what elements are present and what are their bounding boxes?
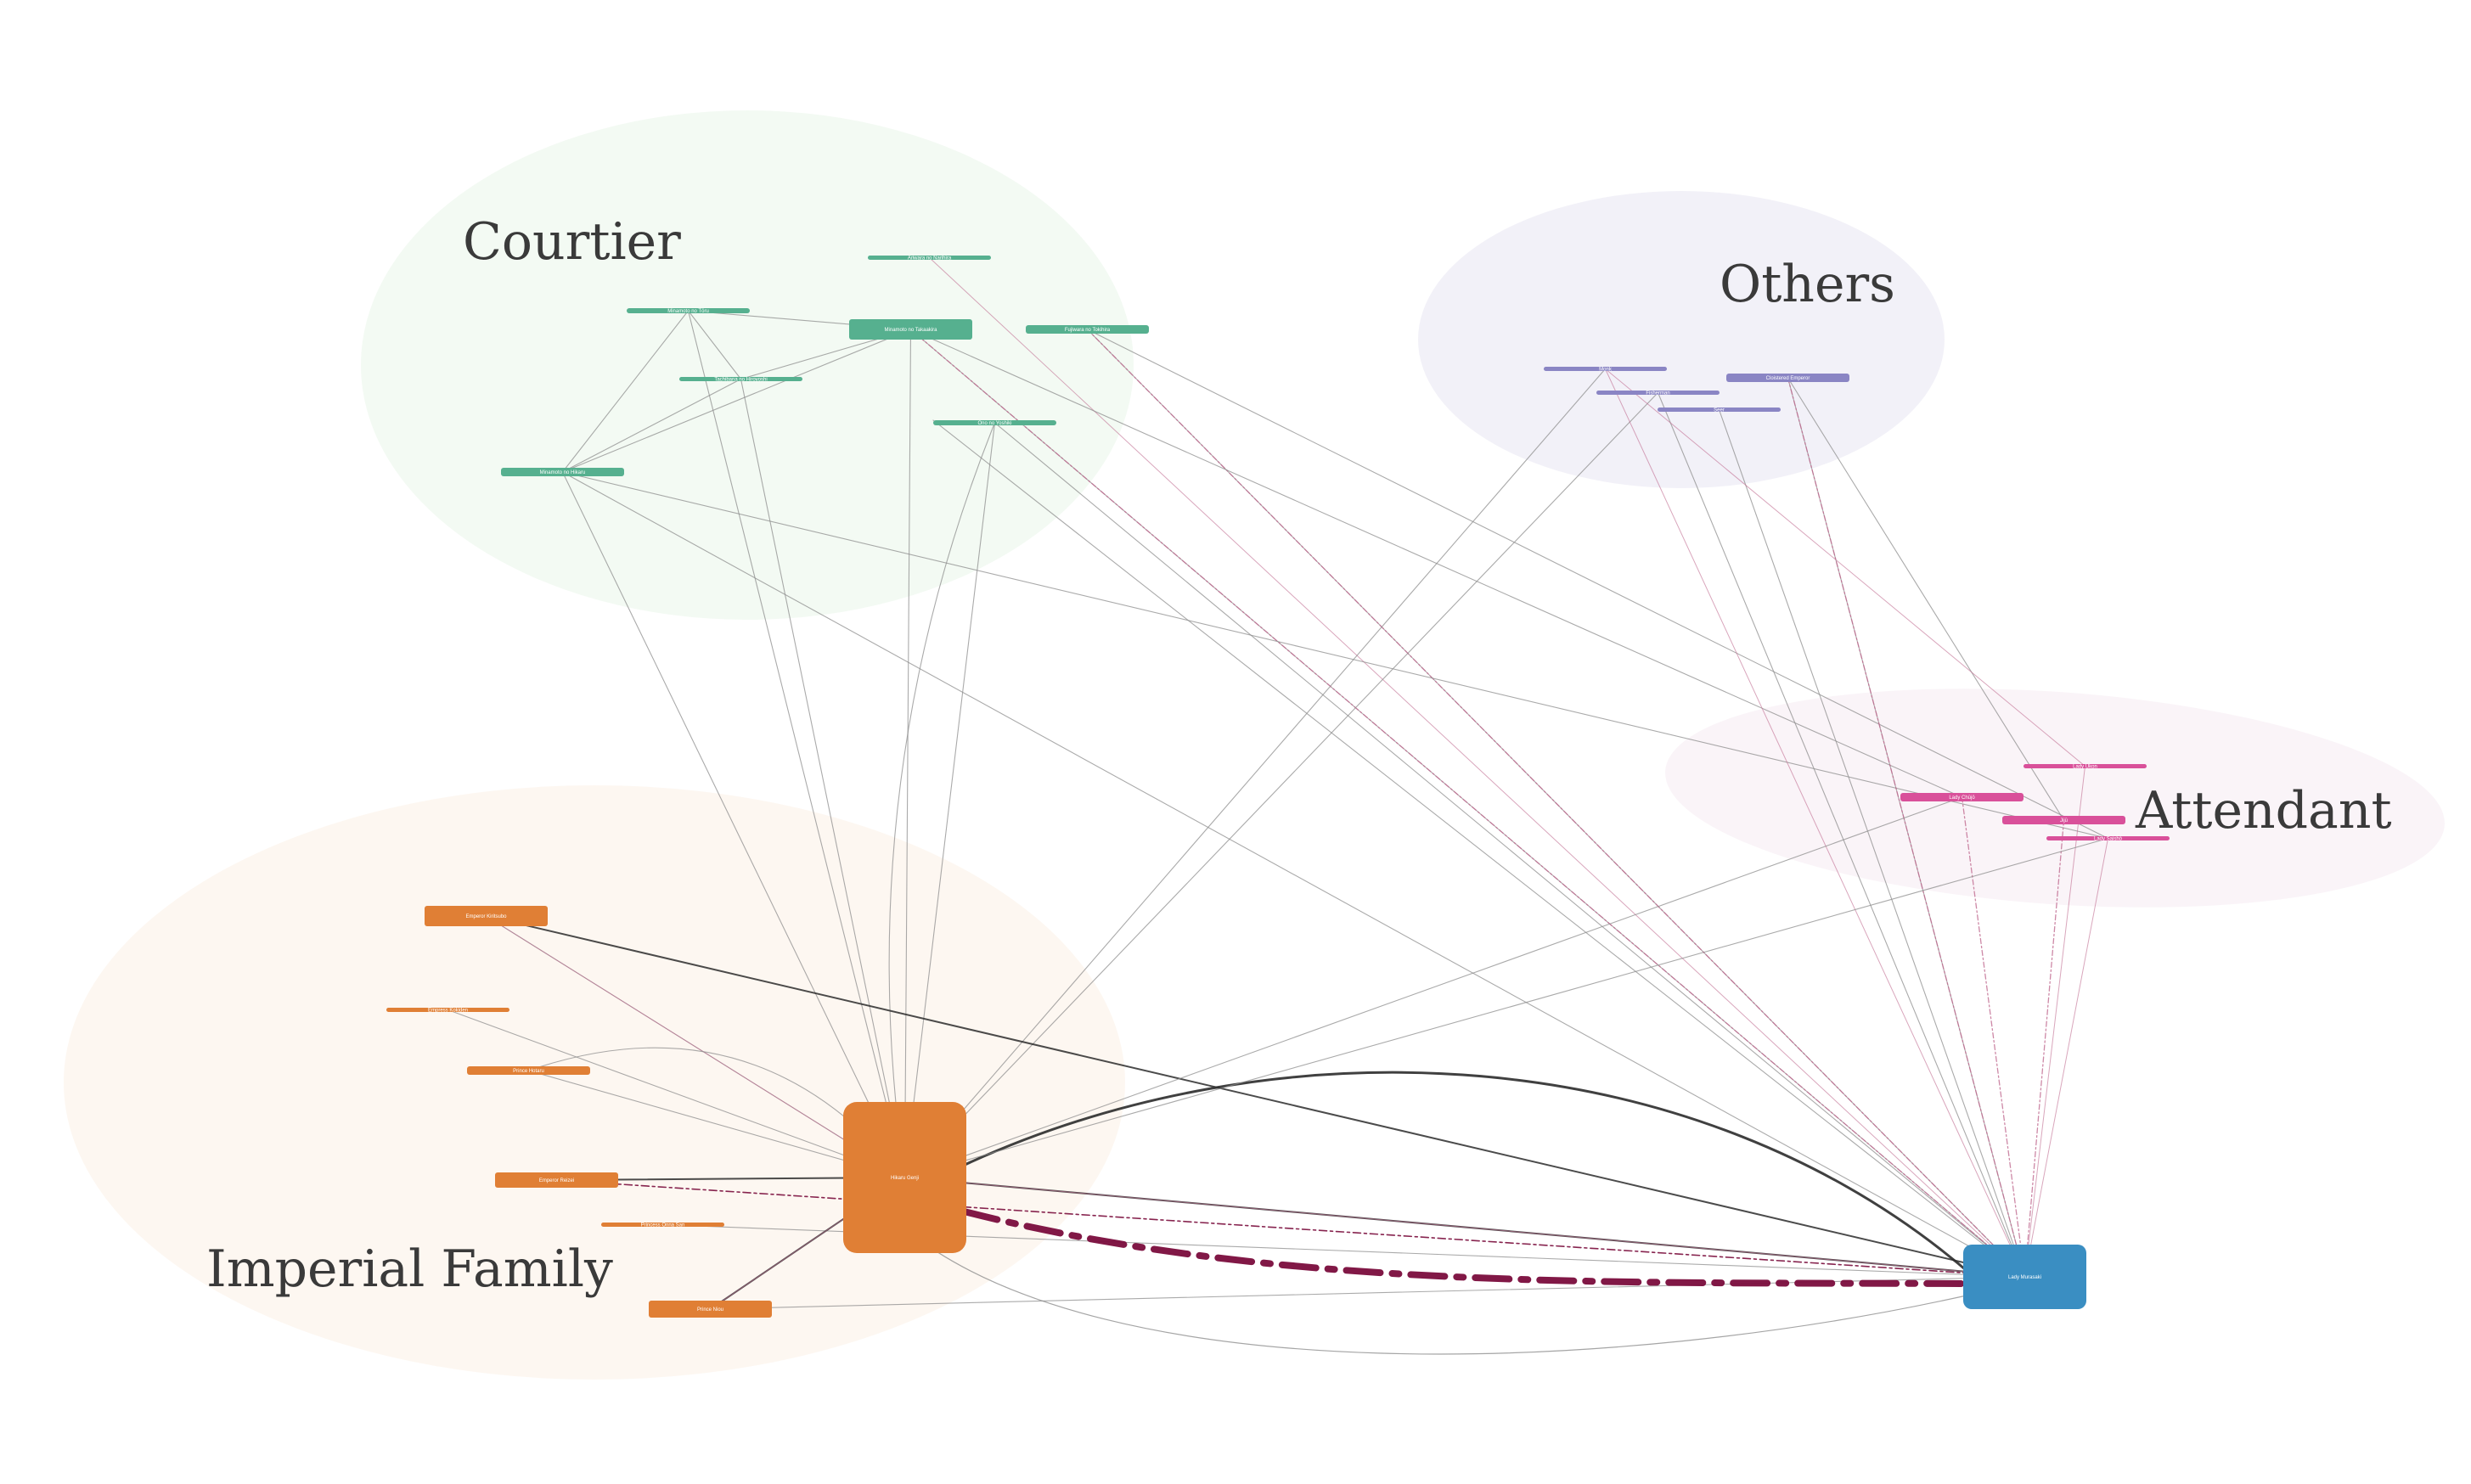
node-a2[interactable] (2024, 764, 2147, 768)
node-label-c2: Minamoto no Takaakira (885, 328, 938, 333)
edge-o1-a2-31 (1605, 368, 2085, 767)
node-c3[interactable] (1026, 325, 1149, 334)
node-label-c4: Ariwara no Narihira (908, 256, 952, 261)
edge-i4-special-43 (555, 1179, 2026, 1278)
edge-c2-special-12 (909, 329, 2026, 1278)
node-o4[interactable] (1726, 374, 1849, 382)
group-label-others: Others (1720, 255, 1895, 314)
group-region-attendant (1665, 689, 2445, 908)
node-label-i3: Prince Hotaru (513, 1069, 544, 1074)
edge-o1-hub-23 (903, 368, 1607, 1178)
edge-c3-a4-21 (1086, 329, 2109, 840)
edge-hub-a4-53 (903, 837, 2109, 1178)
group-label-imperial: Imperial Family (206, 1239, 613, 1299)
edge-o2-special-26 (1657, 391, 2026, 1278)
edge-hub-special-48 (954, 1071, 1975, 1279)
node-c2[interactable] (849, 319, 972, 340)
node-o3[interactable] (1658, 408, 1781, 412)
node-label-o2: Fisherman (1646, 391, 1669, 396)
edge-c7-a4-22 (561, 471, 2109, 840)
node-i5[interactable] (601, 1223, 724, 1227)
edge-c1-hub-6 (687, 310, 906, 1178)
node-label-i4: Emperor Reizei (539, 1178, 574, 1183)
node-label-i6: Prince Niou (697, 1307, 723, 1313)
edge-o1-special-25 (1605, 368, 2025, 1278)
node-label-c6: Ono no Yoshiki (977, 421, 1011, 426)
edge-hub-special-54 (904, 1177, 2025, 1278)
group-label-courtier: Courtier (463, 212, 681, 272)
edge-i1-special-37 (485, 915, 2026, 1278)
node-label-c3: Fujiwara no Tokihira (1065, 328, 1111, 333)
node-i2[interactable] (386, 1008, 509, 1012)
edge-hub-special-50 (903, 1228, 1975, 1355)
node-label-o1: Monk (1599, 368, 1613, 373)
node-label-a1: Lady Chūjō (1949, 795, 1975, 801)
edge-i1-hub-38 (486, 915, 905, 1178)
edge-c4-special-16 (929, 257, 2025, 1278)
node-label-hub: Hikaru Genji (891, 1176, 919, 1181)
node-label-i1: Emperor Kiritsubo (465, 914, 507, 919)
node-label-a2: Lady Ukon (2073, 765, 2097, 770)
node-label-a3: Jijū (2060, 818, 2068, 824)
edge-c6-hub-9 (888, 422, 996, 1178)
node-label-c7: Minamoto no Hikaru (540, 470, 586, 475)
edge-c8-special-19 (932, 419, 2026, 1278)
edge-c6-special-15 (993, 422, 2026, 1278)
group-label-attendant: Attendant (2135, 781, 2392, 840)
node-label-special: Lady Murasaki (2008, 1275, 2041, 1280)
edge-c6-hub-8 (903, 422, 996, 1178)
node-label-o4: Cloistered Emperor (1766, 376, 1810, 381)
node-c6[interactable] (933, 420, 1056, 425)
edge-c1-c7-2 (561, 310, 690, 473)
node-i3[interactable] (467, 1066, 590, 1075)
edge-a2-special-33 (2024, 766, 2085, 1278)
node-i4[interactable] (495, 1172, 618, 1188)
node-label-a4: Lady Saishō (2094, 837, 2123, 842)
node-o2[interactable] (1596, 391, 1720, 395)
edge-hub-special-51 (960, 1208, 1965, 1287)
node-o1[interactable] (1544, 367, 1667, 371)
node-label-c1: Minamoto no Tōru (667, 309, 709, 314)
edge-c5-c7-4 (561, 378, 742, 473)
edge-c2-c7-3 (561, 329, 912, 473)
node-label-o3: Seer (1714, 408, 1725, 413)
edge-a1-special-32 (1961, 796, 2026, 1278)
node-a1[interactable] (1900, 793, 2024, 801)
node-c5[interactable] (679, 377, 802, 381)
node-a4[interactable] (2046, 836, 2170, 840)
edge-a3-special-34 (2024, 819, 2065, 1278)
node-c4[interactable] (868, 256, 991, 260)
edge-c7-special-14 (561, 471, 2026, 1278)
edge-c7-hub-10 (561, 471, 906, 1178)
node-i6[interactable] (649, 1301, 772, 1318)
edge-i3-hub-40 (527, 1070, 906, 1178)
edge-c5-hub-11 (740, 378, 906, 1178)
edge-o4-a3-30 (1787, 377, 2065, 821)
group-region-others (1418, 191, 1945, 488)
node-hub[interactable] (843, 1102, 966, 1253)
node-label-i2: Empress Kokiden (428, 1009, 468, 1014)
edge-o4-special-29 (1787, 377, 2026, 1278)
edge-c3-special-18 (1086, 329, 2026, 1278)
edge-c1-c5-0 (687, 310, 742, 380)
node-i1[interactable] (425, 906, 548, 926)
node-c1[interactable] (627, 308, 750, 313)
node-label-i5: Princess Onna San (641, 1223, 685, 1228)
node-a3[interactable] (2002, 816, 2125, 824)
node-label-c5: Tachibana no Hiroyoshi (714, 378, 767, 383)
node-special[interactable] (1963, 1245, 2086, 1309)
group-region-courtier (361, 110, 1134, 620)
edge-a4-special-35 (2024, 838, 2108, 1278)
edge-o3-special-27 (1718, 408, 2026, 1278)
edge-o2-hub-24 (903, 391, 1659, 1178)
edge-c2-hub-7 (903, 329, 912, 1178)
edge-i2-hub-39 (447, 1009, 906, 1178)
edge-hub-a1-52 (903, 796, 1963, 1178)
node-c7[interactable] (501, 468, 624, 476)
